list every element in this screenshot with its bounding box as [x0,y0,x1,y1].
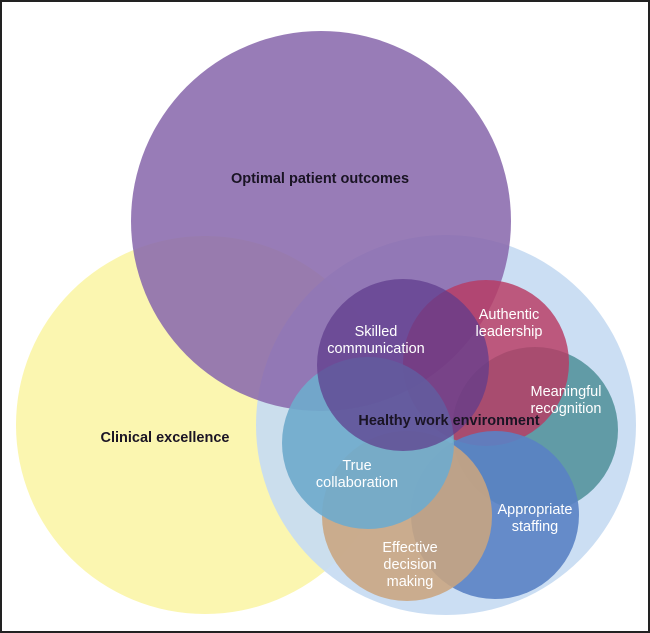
effective-decision-making-label-line1: Effective [382,540,437,556]
skilled-communication-label-line1: Skilled [355,324,398,340]
meaningful-recognition-label-line1: Meaningful [531,384,602,400]
effective-decision-making-label-line3: making [387,574,434,590]
true-collaboration-label-line1: True [342,458,371,474]
effective-decision-making-label-line2: decision [383,557,436,573]
clinical-excellence-label: Clinical excellence [101,430,230,446]
healthy-work-environment-label: Healthy work environment [358,413,539,429]
authentic-leadership-label-line1: Authentic [479,307,539,323]
meaningful-recognition-label-line2: recognition [531,401,602,417]
appropriate-staffing-label-line2: staffing [512,519,559,535]
appropriate-staffing-label-line1: Appropriate [498,502,573,518]
true-collaboration-label-line2: collaboration [316,475,398,491]
authentic-leadership-label-line2: leadership [476,324,543,340]
optimal-patient-outcomes-label: Optimal patient outcomes [231,171,409,187]
skilled-communication-label-line2: communication [327,341,425,357]
skilled-communication-circle [317,279,489,451]
